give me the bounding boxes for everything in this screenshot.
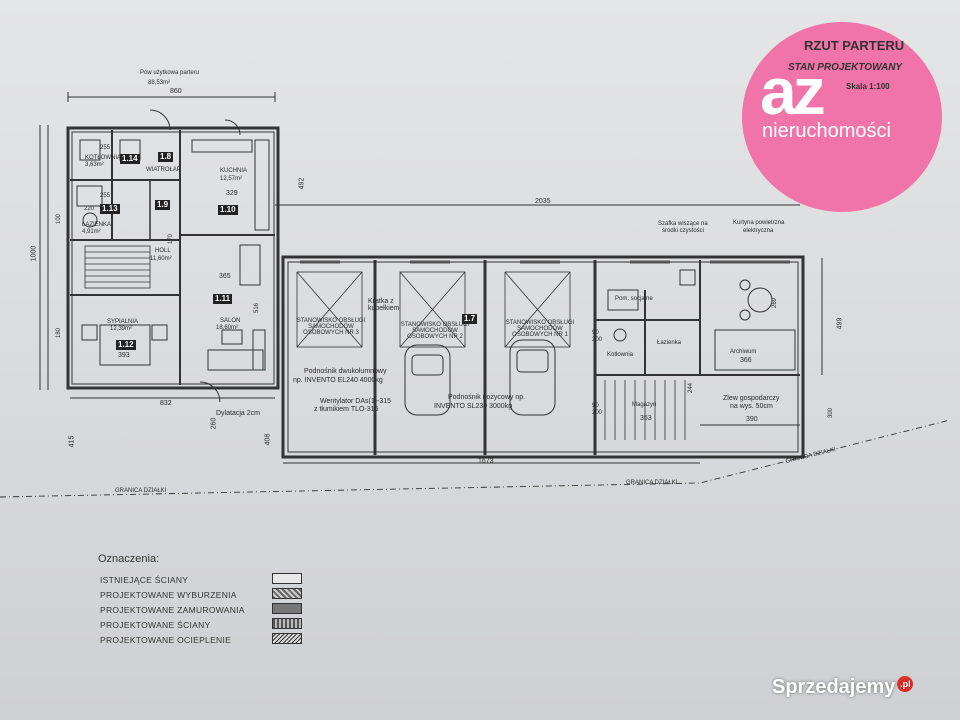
- garage-bay-1-label: STANOWISKO OBSŁUGI SAMOCHODÓW OSOBOWYCH …: [505, 320, 575, 338]
- dim-90b: 90: [592, 330, 599, 336]
- note-dylatacja: Dylatacja 2cm: [216, 410, 260, 417]
- legend-item-existing-walls: ISTNIEJĄCE ŚCIANY: [100, 575, 189, 585]
- dim-366: 366: [740, 357, 752, 364]
- room-archiwum: Archiwum: [730, 349, 757, 355]
- room-area-kuchnia: 12,57m²: [220, 176, 243, 182]
- room-name-holl: HOLL: [155, 248, 171, 254]
- note-wentylator-2: z tłumikiem TLO-315: [314, 406, 379, 413]
- legend-swatch-existing-walls: [272, 573, 302, 584]
- legend-item-demolition: PROJEKTOWANE WYBURZENIA: [100, 590, 237, 600]
- dim-269: 269: [772, 297, 779, 309]
- room-area-holl: 11,60m²: [150, 256, 172, 262]
- legend-title: Oznaczenia:: [98, 553, 160, 565]
- note-podnosnik-2b: INVENTO SL230 3000kg: [434, 403, 513, 410]
- room-number-1-13: 1.13: [100, 204, 120, 214]
- legend-swatch-new-walls: [272, 618, 302, 629]
- plan-scale: Skala 1:100: [846, 82, 890, 91]
- room-number-1-14: 1.14: [120, 154, 140, 164]
- room-lazienka-2: Łazienka: [657, 340, 682, 346]
- room-number-1-8: 1.8: [158, 152, 174, 162]
- legend-item-new-walls: PROJEKTOWANE ŚCIANY: [100, 620, 211, 630]
- dim-mid: 2035: [535, 198, 551, 205]
- dim-200b: 200: [592, 337, 603, 343]
- room-name-salon: SALON: [220, 318, 241, 324]
- room-number-1-12: 1.12: [116, 340, 136, 350]
- room-name-sypialnia: SYPIALNIA: [107, 319, 139, 325]
- note-wentylator-1: Wentylator DAs(1)-315: [320, 398, 392, 405]
- dim-255a: 255: [100, 145, 111, 151]
- note-kratka: Kratka z kubełkiem: [368, 298, 400, 312]
- brand-logo-mark: az: [760, 54, 826, 128]
- dim-200a: 200: [592, 410, 603, 416]
- dim-244: 244: [688, 382, 695, 394]
- dim-bottom-left: 832: [160, 400, 172, 407]
- dim-bottom: 1673: [478, 458, 494, 465]
- room-area-lazienka: 4,91m²: [82, 229, 101, 235]
- room-area-kotlownia: 3,63m²: [85, 162, 104, 168]
- watermark-text: Sprzedajemy: [772, 676, 896, 698]
- brand-logo-circle: [742, 22, 942, 212]
- garage-bay-2-label: STANOWISKO OBSŁUGI SAMOCHODÓW OSOBOWYCH …: [400, 322, 470, 340]
- room-name-kuchnia: KUCHNIA: [220, 168, 248, 174]
- dim-170: 170: [168, 233, 175, 245]
- plan-subtitle: STAN PROJEKTOWANY: [788, 62, 903, 73]
- area-note-label: Pow użytkowa parteru: [140, 70, 200, 76]
- dim-353: 353: [640, 415, 652, 422]
- note-zlew-1: Zlew gospodarczy: [723, 395, 780, 402]
- note-szafka-2: środki czystości: [662, 228, 705, 234]
- note-podnosnik-1a: Podnośnik dwukolumnowy: [304, 368, 387, 375]
- dim-393: 393: [118, 352, 130, 359]
- dim-260: 260: [210, 417, 218, 430]
- dim-492: 492: [298, 177, 306, 190]
- dim-right-height: 499: [836, 317, 844, 330]
- area-note-value: 88,53m²: [148, 80, 171, 86]
- dim-408: 408: [264, 433, 272, 446]
- dim-180: 180: [56, 327, 63, 339]
- room-name-kotlownia: KOTŁOWNIA: [85, 155, 122, 161]
- dim-255b: 255: [100, 193, 111, 199]
- dim-365: 365: [219, 273, 231, 280]
- room-kotlownia-2: Kotłownia: [607, 352, 634, 358]
- note-granica-1: GRANICA DZIAŁKI: [115, 488, 167, 494]
- room-number-1-7: 1.7: [462, 314, 478, 324]
- dim-390: 390: [746, 416, 758, 423]
- dim-415: 415: [68, 435, 76, 448]
- dim-100: 100: [56, 213, 63, 225]
- room-area-salon: 18,60m²: [216, 325, 239, 331]
- room-number-1-10: 1.10: [218, 205, 238, 215]
- legend-swatch-bricking: [272, 603, 302, 614]
- legend-swatch-demolition: [272, 588, 302, 599]
- note-szafka-1: Szafka wiszące na: [658, 221, 708, 227]
- dim-top: 860: [170, 88, 182, 95]
- note-kurtyna-2: elektryczna: [743, 228, 774, 234]
- legend-item-insulation: PROJEKTOWANE OCIEPLENIE: [100, 635, 232, 645]
- room-magazyn: Magazyn: [632, 402, 657, 408]
- dim-329: 329: [226, 190, 238, 197]
- garage-bay-3-label: STANOWISKO OBSŁUGI SAMOCHODÓW OSOBOWYCH …: [296, 318, 366, 336]
- dim-220: 220: [84, 206, 95, 212]
- room-number-1-9: 1.9: [155, 200, 171, 210]
- watermark-suffix: .pl: [897, 676, 914, 692]
- room-area-sypialnia: 12,39m²: [110, 326, 133, 332]
- dim-left-height: 1000: [30, 245, 38, 262]
- note-kurtyna-1: Kurtyna powietrzna: [733, 220, 785, 226]
- room-pom-socjalne: Pom. socjalne: [615, 296, 653, 302]
- note-zlew-2: na wys. 50cm: [730, 403, 773, 410]
- dim-516: 516: [254, 302, 261, 314]
- room-number-1-11: 1.11: [213, 294, 233, 304]
- room-name-wiatrolap: WIATROŁAP: [146, 167, 181, 173]
- watermark: Sprzedajemy.pl: [772, 676, 914, 699]
- note-granica-2: GRANICA DZIAŁKI: [626, 480, 678, 486]
- brand-logo-name: nieruchomości: [762, 120, 891, 142]
- note-podnosnik-1b: np. INVENTO EL240 4000kg: [293, 377, 383, 384]
- note-podnosnik-2a: Podnośnik nożycowy np.: [448, 394, 526, 401]
- legend-item-bricking: PROJEKTOWANE ZAMUROWANIA: [100, 605, 245, 615]
- legend-swatch-insulation: [272, 633, 302, 644]
- plan-title: RZUT PARTERU: [804, 38, 905, 53]
- dim-90a: 90: [592, 403, 599, 409]
- dim-300: 300: [828, 407, 835, 419]
- room-name-lazienka: ŁAZIENKA: [82, 222, 112, 228]
